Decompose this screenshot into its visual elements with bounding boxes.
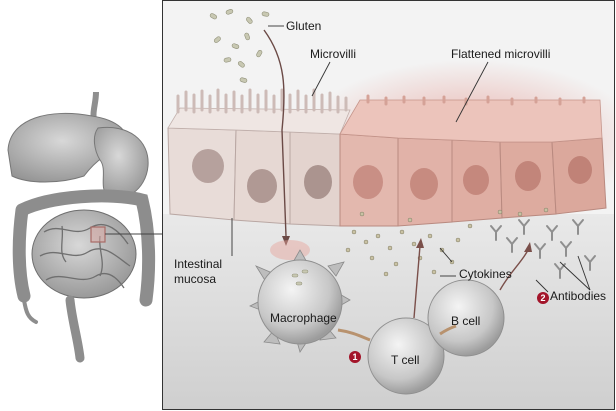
microvilli-label: Microvilli xyxy=(310,47,356,61)
gluten-label: Gluten xyxy=(286,19,322,33)
bcell-to-antibodies-arrow xyxy=(499,249,529,291)
epithelium xyxy=(167,99,607,227)
label-leader-lines xyxy=(231,25,591,293)
antibody-icons xyxy=(490,219,596,279)
macrophage-icon xyxy=(249,240,351,353)
step-marker-2: 2 xyxy=(537,292,549,304)
cytokines-label: Cytokines xyxy=(459,267,512,281)
step-marker-1: 1 xyxy=(349,351,361,363)
antibodies-label: Antibodies xyxy=(550,289,607,303)
cell-nucleus xyxy=(192,149,224,183)
t-cell-icon xyxy=(367,317,445,395)
b-cell-label: B cell xyxy=(451,314,481,328)
intestinal-mucosa-label-line2: mucosa xyxy=(174,272,217,286)
gluten-particles xyxy=(209,9,270,83)
digestive-tract-illustration xyxy=(7,91,156,363)
tcell-bcell-contact xyxy=(439,324,457,336)
macrophage-tcell-contact xyxy=(337,328,371,342)
flattened-microvilli-label: Flattened microvilli xyxy=(451,47,551,61)
t-cell-label: T cell xyxy=(391,353,420,367)
cytokine-dots xyxy=(345,207,549,277)
microvilli xyxy=(176,88,348,114)
flattened-microvilli xyxy=(366,94,586,106)
gluten-path-arrow xyxy=(263,29,287,237)
tcell-to-cytokines-arrow xyxy=(413,245,421,319)
b-cell-icon xyxy=(427,279,505,357)
intestinal-mucosa-label-line1: Intestinal xyxy=(174,257,223,271)
highlight-box xyxy=(90,226,106,243)
macrophage-label: Macrophage xyxy=(270,311,337,325)
